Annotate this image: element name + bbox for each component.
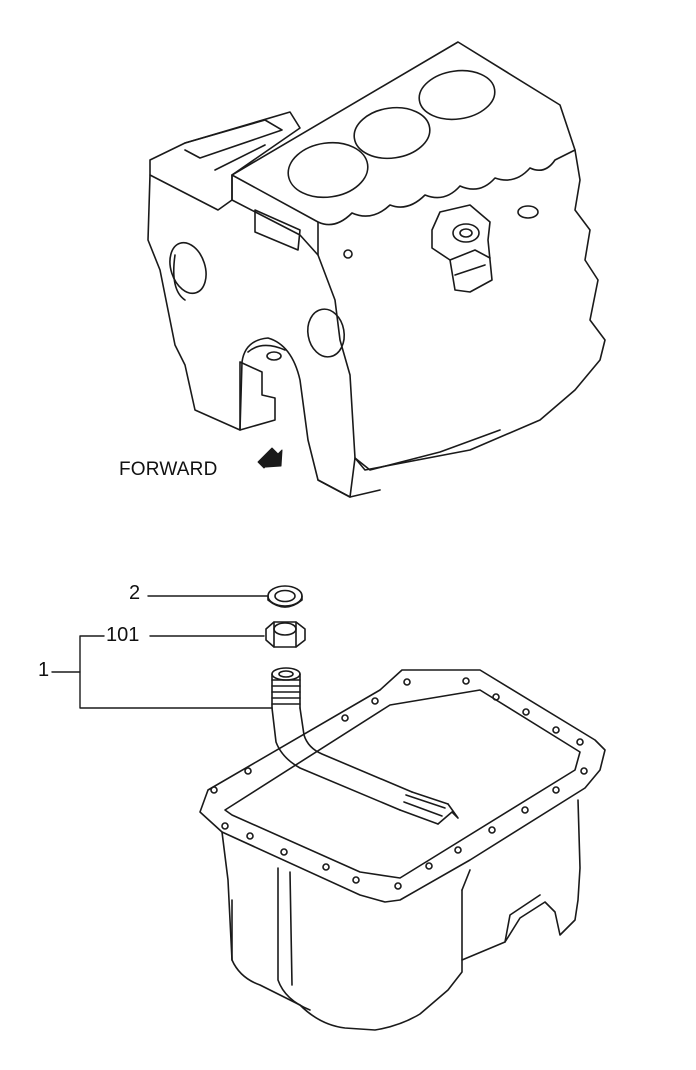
callout-part-101: 101 bbox=[106, 624, 140, 646]
engine-block bbox=[147, 41, 606, 498]
oil-pan bbox=[199, 669, 606, 1031]
callout-part-1: 1 bbox=[38, 659, 50, 681]
forward-label: FORWARD bbox=[119, 459, 218, 480]
washer bbox=[267, 585, 303, 608]
forward-arrow-icon bbox=[257, 447, 283, 469]
callout-part-2: 2 bbox=[129, 582, 141, 604]
hex-nut bbox=[265, 621, 306, 648]
suction-pipe bbox=[271, 667, 459, 825]
callout-leaders bbox=[51, 595, 273, 709]
leader-1-bracket bbox=[79, 635, 273, 709]
